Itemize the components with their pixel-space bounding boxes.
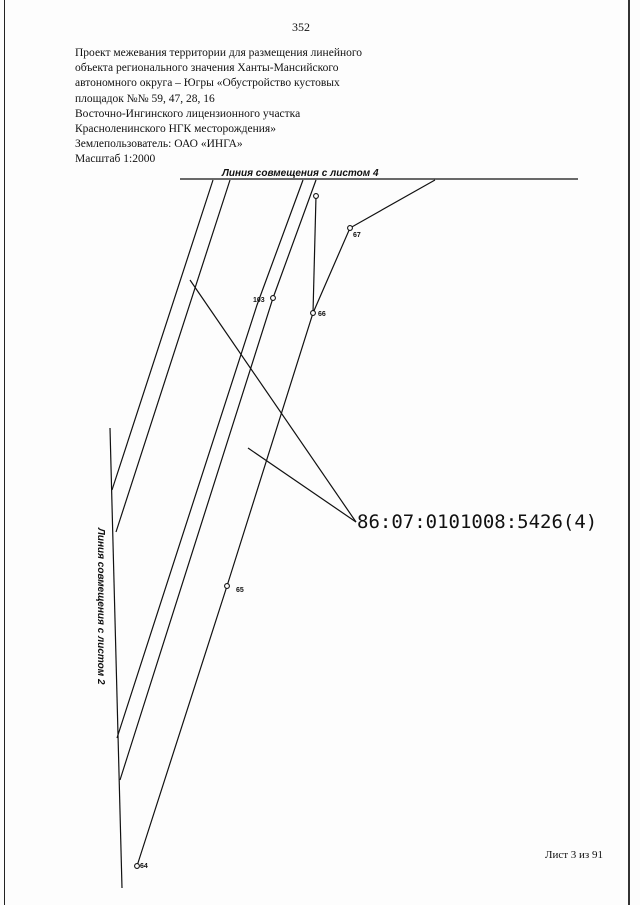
header-line: объекта регионального значения Ханты-Ман… — [75, 62, 339, 75]
road-edge-line — [111, 179, 214, 491]
document-header: Проект межевания территории для размещен… — [75, 46, 415, 168]
header-line: автономного округа – Югры «Обустройство … — [75, 77, 340, 90]
survey-point — [347, 225, 353, 231]
road-edge-line — [115, 179, 231, 533]
point-label-65: 65 — [236, 587, 244, 594]
survey-point — [313, 193, 319, 199]
page-left-edge — [4, 0, 5, 905]
road-edge-line — [119, 179, 317, 781]
header-line: Проект межевания территории для размещен… — [75, 47, 363, 59]
sheet-label: Лист 3 из 91 — [545, 849, 604, 861]
header-line: Масштаб 1:2000 — [75, 153, 156, 166]
header-line: Землепользователь: ОАО «ИНГА» — [75, 138, 243, 151]
point-label-67: 67 — [353, 232, 361, 239]
header-line: Красноленинского НГК месторождения» — [75, 123, 276, 136]
survey-point — [310, 310, 316, 316]
point-label-64: 64 — [140, 863, 148, 870]
page-right-edge — [628, 0, 630, 905]
point-label-66: 66 — [318, 311, 326, 318]
survey-point — [270, 295, 276, 301]
page-number: 352 — [292, 20, 310, 34]
header-line: площадок №№ 59, 47, 28, 16 — [75, 92, 215, 105]
leader-line — [247, 447, 357, 523]
road-edge-line — [116, 179, 304, 739]
left-match-line-label: Линия совмещения с листом 2 — [95, 527, 106, 685]
boundary-line — [312, 195, 317, 314]
cadastral-number: 86:07:0101008:5426(4) — [357, 511, 597, 533]
top-match-line-label: Линия совмещения с листом 4 — [221, 168, 379, 179]
point-label-103: 103 — [253, 297, 265, 304]
header-line: Восточно-Ингинского лицензионного участк… — [75, 107, 301, 120]
survey-point — [134, 863, 140, 869]
left-match-line — [109, 427, 123, 889]
leader-line — [189, 279, 357, 523]
survey-point — [224, 583, 230, 589]
